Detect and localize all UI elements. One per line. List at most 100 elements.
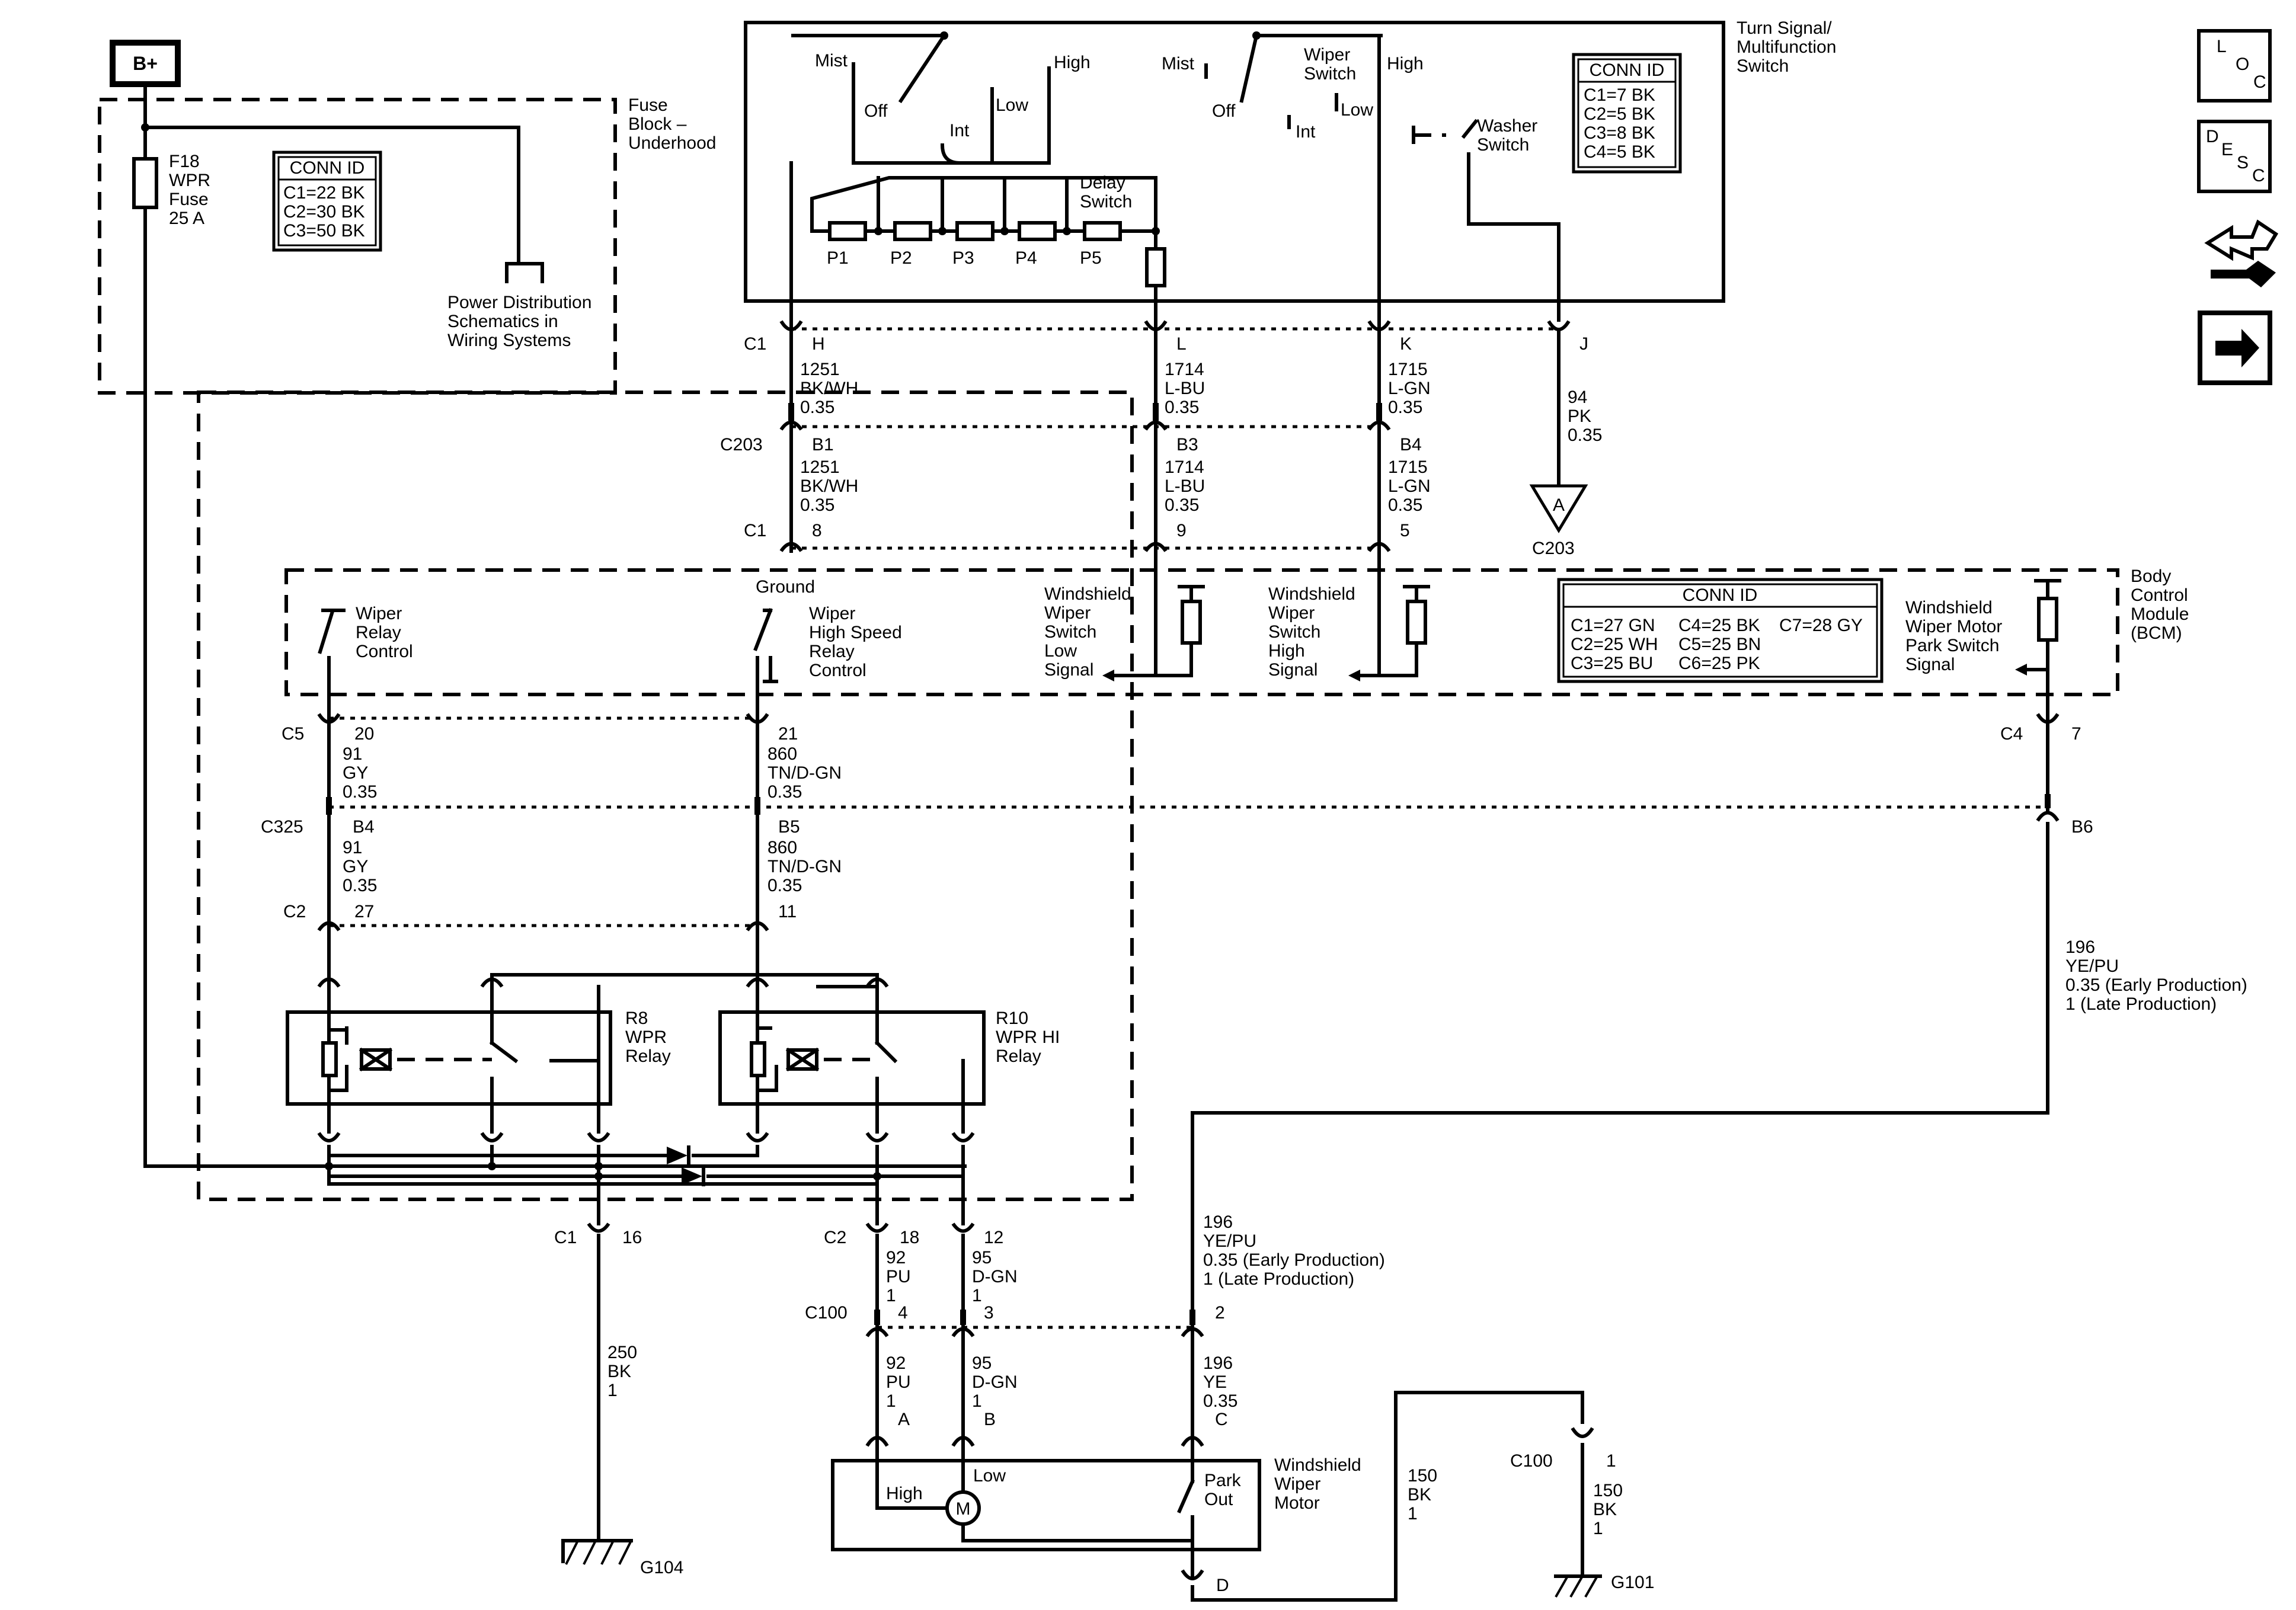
svg-text:C1: C1: [554, 1228, 577, 1247]
svg-text:1 (Late Production): 1 (Late Production): [1203, 1269, 1354, 1289]
svg-text:Park Switch: Park Switch: [1905, 636, 1999, 655]
relay-frame: [197, 391, 1134, 1201]
svg-text:A: A: [898, 1410, 910, 1429]
location-button[interactable]: L O C: [2197, 29, 2272, 103]
svg-text:Control: Control: [809, 661, 866, 680]
svg-text:Wiper: Wiper: [356, 604, 402, 623]
svg-text:A: A: [1553, 495, 1565, 515]
svg-text:0.35: 0.35: [1388, 398, 1422, 417]
svg-text:Wiper: Wiper: [809, 604, 855, 623]
svg-text:0.35: 0.35: [1568, 425, 1602, 445]
svg-text:BK: BK: [607, 1362, 631, 1381]
switch-conn-table: CONN ID C1=7 BK C2=5 BK C3=8 BK C4=5 BK: [1572, 53, 1682, 174]
svg-text:0.35: 0.35: [800, 495, 834, 515]
svg-text:C100: C100: [1510, 1451, 1553, 1471]
svg-text:G104: G104: [640, 1558, 683, 1577]
svg-text:0.35: 0.35: [768, 876, 802, 895]
svg-text:B5: B5: [778, 817, 800, 837]
svg-text:BK/WH: BK/WH: [800, 379, 858, 398]
svg-text:7: 7: [2071, 724, 2081, 744]
svg-text:PU: PU: [886, 1372, 911, 1392]
description-button[interactable]: D E S C: [2197, 120, 2272, 193]
svg-text:BK: BK: [1408, 1485, 1431, 1505]
svg-text:1: 1: [1593, 1519, 1603, 1538]
svg-text:Control: Control: [2131, 585, 2188, 605]
svg-text:TN/D-GN: TN/D-GN: [768, 857, 842, 876]
svg-text:0.35: 0.35: [768, 782, 802, 802]
svg-text:0.35: 0.35: [1388, 495, 1422, 515]
svg-text:1: 1: [1606, 1451, 1616, 1471]
svg-text:P5: P5: [1080, 248, 1102, 268]
svg-text:CONN ID: CONN ID: [1683, 585, 1758, 605]
svg-text:0.35: 0.35: [343, 782, 377, 802]
svg-text:Motor: Motor: [1274, 1493, 1320, 1513]
svg-text:C203: C203: [1532, 539, 1575, 558]
next-button[interactable]: [2198, 311, 2272, 385]
svg-text:16: 16: [622, 1228, 642, 1247]
svg-text:GY: GY: [343, 763, 368, 783]
svg-text:CONN ID: CONN ID: [290, 158, 365, 178]
svg-text:Windshield: Windshield: [1044, 584, 1131, 604]
motor-title: Windshield: [1274, 1455, 1361, 1475]
svg-text:B4: B4: [1400, 435, 1422, 454]
svg-text:Wiper: Wiper: [1274, 1474, 1320, 1494]
svg-text:Low: Low: [1044, 641, 1077, 661]
svg-text:Signal: Signal: [1268, 660, 1318, 680]
svg-text:Park: Park: [1204, 1471, 1242, 1490]
svg-text:1: 1: [1408, 1504, 1418, 1523]
svg-text:0.35: 0.35: [800, 398, 834, 417]
svg-text:18: 18: [900, 1228, 919, 1247]
svg-text:Wiper: Wiper: [1304, 45, 1350, 65]
svg-text:0.35 (Early Production): 0.35 (Early Production): [2065, 975, 2247, 995]
svg-text:Switch: Switch: [1044, 622, 1096, 642]
svg-text:Windshield: Windshield: [1268, 584, 1355, 604]
svg-text:P1: P1: [827, 248, 849, 268]
wire-196-label: 196: [2065, 937, 2095, 957]
svg-text:C203: C203: [720, 435, 763, 454]
svg-text:B3: B3: [1176, 435, 1198, 454]
svg-text:L-GN: L-GN: [1388, 379, 1431, 398]
svg-text:High: High: [1387, 54, 1424, 73]
svg-text:Windshield: Windshield: [1905, 598, 1993, 617]
svg-text:(BCM): (BCM): [2131, 623, 2182, 643]
svg-text:Signal: Signal: [1905, 655, 1955, 674]
svg-text:C4: C4: [2000, 724, 2023, 744]
svg-text:D-GN: D-GN: [972, 1372, 1018, 1392]
svg-text:8: 8: [812, 521, 822, 540]
svg-text:C2: C2: [283, 902, 306, 921]
svg-text:Switch: Switch: [1304, 64, 1356, 84]
fuse-label: F18: [169, 152, 200, 171]
svg-text:C7=28 GY: C7=28 GY: [1779, 616, 1863, 635]
svg-text:Underhood: Underhood: [628, 133, 716, 153]
svg-text:95: 95: [972, 1353, 992, 1373]
svg-text:0.35: 0.35: [1165, 495, 1199, 515]
svg-text:C: C: [2253, 72, 2266, 92]
svg-text:1: 1: [886, 1286, 896, 1305]
svg-text:G101: G101: [1611, 1573, 1654, 1592]
svg-text:196: 196: [1203, 1212, 1233, 1232]
arrow-right-icon: [2215, 329, 2259, 367]
diagnostic-icon[interactable]: [2204, 219, 2279, 287]
battery-terminal: B+: [110, 40, 181, 87]
svg-text:Relay: Relay: [809, 642, 855, 661]
svg-text:Wiper: Wiper: [1044, 603, 1091, 623]
svg-text:L-BU: L-BU: [1165, 476, 1205, 496]
svg-text:21: 21: [778, 724, 798, 744]
svg-text:YE: YE: [1203, 1372, 1227, 1392]
svg-text:Wiper Motor: Wiper Motor: [1905, 617, 2002, 636]
relay-r10: [718, 985, 986, 1134]
ground-g104: [561, 1539, 633, 1565]
delay-resistor-p2: [893, 221, 932, 241]
svg-text:Off: Off: [864, 101, 888, 121]
svg-text:B: B: [984, 1410, 996, 1429]
svg-text:Low: Low: [996, 95, 1028, 115]
svg-text:91: 91: [343, 838, 362, 857]
svg-text:Int: Int: [949, 121, 970, 140]
svg-text:4: 4: [898, 1303, 908, 1323]
svg-text:150: 150: [1593, 1481, 1623, 1500]
wiper-motor: M High Low Park Out: [831, 1444, 1261, 1578]
svg-text:C2: C2: [824, 1228, 846, 1247]
multifunction-switch-frame: [744, 21, 1725, 303]
svg-text:150: 150: [1408, 1466, 1437, 1486]
